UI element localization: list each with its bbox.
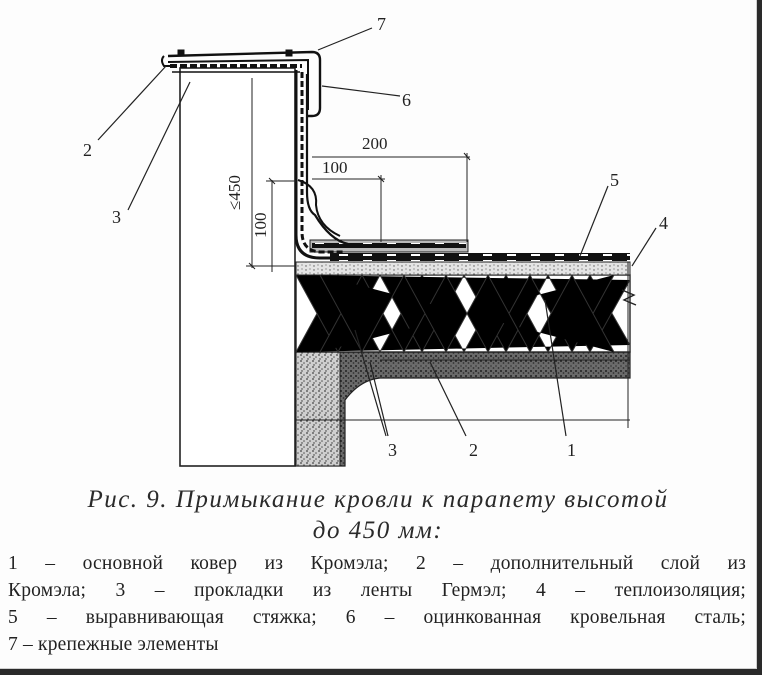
parapet-wall: [179, 67, 296, 467]
legend-line-1: 1 – основной ковер из Кромэла; 2 – допол…: [8, 553, 746, 574]
concrete-structure: [295, 351, 631, 467]
callout-1: 1: [567, 440, 576, 460]
parapet-upstand: [294, 70, 349, 260]
callout-7: 7: [377, 14, 386, 34]
leader-lines: [97, 27, 657, 437]
legend-line-3: 5 – выравнивающая стяжка; 6 – оцинкованн…: [8, 607, 746, 628]
figure-caption-line-1: Рис. 9. Примыкание кровли к парапету выс…: [87, 486, 669, 513]
dimension-450: ≤450: [225, 175, 244, 210]
insulation-layer: [295, 273, 637, 354]
dimension-lines: [246, 78, 630, 428]
callout-3-bottom: 3: [388, 440, 397, 460]
steel-capping: [161, 49, 322, 118]
legend-line-2: Кромэла; 3 – прокладки из ленты Гермэл; …: [8, 580, 746, 601]
callout-6: 6: [402, 90, 411, 110]
callout-4: 4: [659, 213, 668, 233]
roof-parapet-diagram: 7 6 2 3 5 4 3 2 1 200 100 ≤450 100: [83, 14, 668, 467]
legend-line-4: 7 – крепежные элементы: [8, 634, 219, 655]
figure-caption-line-2: до 450 мм:: [312, 517, 444, 544]
callout-5: 5: [610, 170, 619, 190]
dimension-100-vertical: 100: [251, 213, 270, 239]
screed-layer: [295, 261, 631, 276]
callout-2-top: 2: [83, 140, 92, 160]
callout-2-bottom: 2: [469, 440, 478, 460]
callout-3-top: 3: [112, 207, 121, 227]
dimension-200: 200: [362, 134, 388, 153]
roof-membrane: [309, 239, 630, 261]
dimension-100-horizontal: 100: [322, 158, 348, 177]
